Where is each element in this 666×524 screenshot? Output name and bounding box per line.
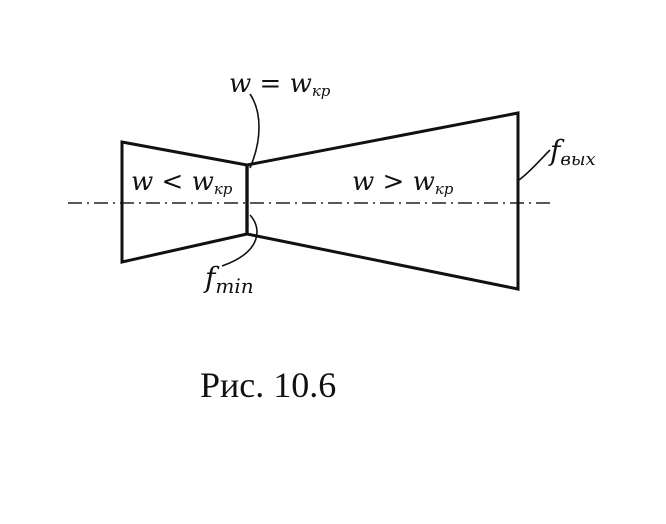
subsonic-label: w < wкр (131, 167, 233, 198)
min-area-label: fmin (203, 261, 254, 298)
figure-caption: Рис. 10.6 (200, 365, 337, 405)
critical-velocity-label: w = wкр (229, 69, 331, 100)
exit-area-leader (518, 149, 551, 181)
diverging-section (245, 111, 520, 291)
critical-velocity-leader (249, 93, 260, 169)
exit-area-label: fвых (548, 134, 596, 170)
converging-section (120, 140, 249, 264)
supersonic-label: w > wкр (352, 167, 454, 198)
min-area-leader (221, 214, 258, 267)
